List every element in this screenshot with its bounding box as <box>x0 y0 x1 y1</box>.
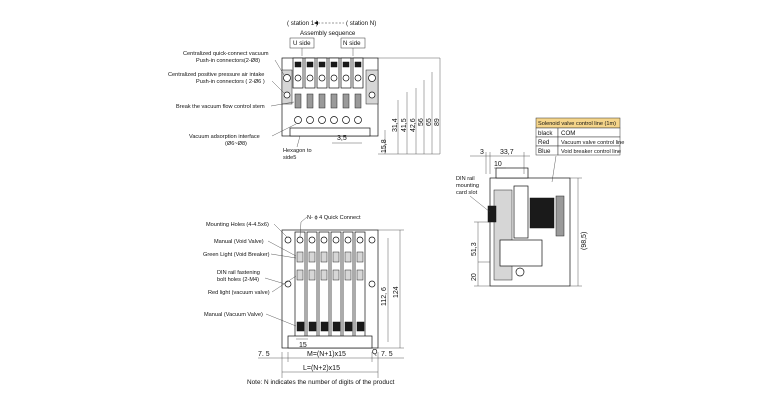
dim-7-5-right: 7. 5 <box>381 351 393 358</box>
wire-function-void: Void breaker control line <box>561 149 621 155</box>
dim-112-6: 112, 6 <box>381 287 388 306</box>
assembly-sequence-label: Assembly sequence <box>300 30 356 37</box>
front-stations <box>294 231 366 345</box>
callout-adsorption-1: Vacuum adsorption interface <box>189 134 260 140</box>
dim-89: 89 <box>434 118 441 126</box>
top-vertical-dims <box>378 57 441 155</box>
callout-adsorption-2: (Ø6~Ø8) <box>225 141 247 147</box>
dim-10: 10 <box>494 161 502 168</box>
callout-hexagon-1: Hexagon to <box>283 148 312 154</box>
dim-41-5: 41,5 <box>401 118 408 132</box>
dim-98-5: (98,5) <box>581 232 588 250</box>
callout-red-light: Red light (vacuum valve) <box>208 290 270 296</box>
dim-7-5-left: 7. 5 <box>258 351 270 358</box>
din-slot-label-3: card slot <box>456 190 478 196</box>
dim-51-3: 51,3 <box>471 242 478 256</box>
dim-56: 56 <box>418 118 425 126</box>
callout-manual-void: Manual (Void Valve) <box>214 239 264 245</box>
callout-vacuum-1: Centralized quick-connect vacuum <box>183 51 269 57</box>
callout-din-holes-1: DIN rail fastening <box>217 270 260 276</box>
quick-connect-icons <box>284 236 376 244</box>
front-base-plate <box>287 335 373 349</box>
adsorption-ports <box>294 116 362 124</box>
dim-3-5: 3,5 <box>337 135 347 142</box>
wire-function-vacuum: Vacuum valve control line <box>561 140 624 146</box>
assembly-arrow-head <box>314 21 318 25</box>
flow-control-stems <box>294 93 362 109</box>
side-view: 3 33,7 10 51,3 20 (98,5) DIN rail mounti… <box>456 149 588 287</box>
footnote: Note: N indicates the number of digits o… <box>247 379 395 386</box>
callout-pressure-2: Push-in connectors ( 2-Ø6 ) <box>196 79 265 85</box>
top-base-plate <box>289 127 371 137</box>
dim-m-formula: M=(N+1)x15 <box>307 351 346 358</box>
pressure-connector-icon <box>283 91 291 99</box>
wire-table: Solenoid valve control line (1m) black C… <box>535 117 624 156</box>
dim-20: 20 <box>471 273 478 281</box>
callout-mounting-holes: Mounting Holes (4-4.5x6) <box>206 222 269 228</box>
din-slot-label-2: mounting <box>456 183 479 189</box>
dim-124: 124 <box>393 286 400 298</box>
u-side-label: U side <box>293 40 311 47</box>
wire-color-red: Red <box>538 139 550 146</box>
callout-break-stem: Break the vacuum flow control stem <box>176 104 265 110</box>
callout-vacuum-2: Push-in connectors(2-Ø8) <box>196 58 260 64</box>
dim-3: 3 <box>480 149 484 156</box>
dim-15-8: 15,8 <box>381 139 388 153</box>
din-slot-label-1: DIN rail <box>456 176 475 182</box>
assembly-header-right: ( station N) <box>346 20 376 27</box>
dim-q-mark: Q <box>372 349 378 356</box>
assembly-header-left: ( station 1 ) <box>287 20 318 27</box>
top-stations <box>292 57 364 89</box>
callout-manual-vacuum: Manual (Vacuum Valve) <box>204 312 263 318</box>
din-rail-holes <box>284 280 376 288</box>
callout-hexagon-2: side5 <box>283 155 296 161</box>
u-end-cap <box>281 69 293 105</box>
din-rail-slot <box>487 205 497 223</box>
top-view: ( station 1 ) ( station N) Assembly sequ… <box>168 20 441 161</box>
dim-42-6: 42,6 <box>410 118 417 132</box>
dim-15: 15 <box>299 342 307 349</box>
vacuum-connector-icon <box>283 74 291 82</box>
wire-color-black: black <box>538 130 553 137</box>
n-side-label: N side <box>343 40 361 47</box>
dim-l-formula: L=(N+2)x15 <box>303 365 340 372</box>
dim-31-4: 31,4 <box>392 118 399 132</box>
callout-pressure-1: Centralized positive pressure air intake <box>168 72 264 78</box>
dim-33-7: 33,7 <box>500 149 514 156</box>
wire-color-blue: Blue <box>538 148 551 155</box>
wire-table-title: Solenoid valve control line (1m) <box>538 121 616 127</box>
bottom-connectors <box>296 321 365 332</box>
wire-function-com: COM <box>561 130 575 137</box>
callout-green-light: Green Light (Void Breaker) <box>203 252 270 258</box>
callout-quick-connect: N- ϕ 4 Quick Connect <box>307 215 361 221</box>
front-view: Mounting Holes (4-4.5x6) N- ϕ 4 Quick Co… <box>203 215 404 386</box>
indicator-lights <box>296 251 364 281</box>
dim-65: 65 <box>426 118 433 126</box>
side-valve-block <box>493 189 513 281</box>
callout-din-holes-2: bolt holes (2-M4) <box>217 277 259 283</box>
